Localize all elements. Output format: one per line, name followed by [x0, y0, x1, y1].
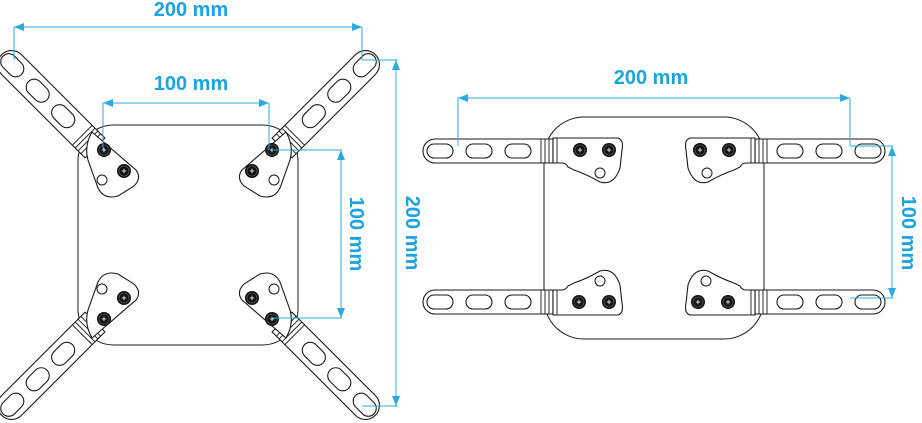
dimension-inner-height: 100 mm	[272, 149, 367, 319]
corner-bracket-bottom-right	[238, 272, 292, 339]
dimension-outer-width: 200 mm	[457, 67, 851, 146]
outer-width-label: 200 mm	[154, 0, 229, 21]
bracket-arm-top-left	[422, 138, 554, 164]
dimension-outer-width: 200 mm	[13, 0, 363, 60]
inner-height-label: 100 mm	[897, 196, 919, 271]
bracket-arm-top-right	[754, 138, 886, 164]
bracket-arm-bottom-left	[422, 289, 554, 315]
bracket-top-right	[684, 137, 756, 184]
corner-bracket-top-left	[86, 131, 140, 198]
horizontal-bracket-mount: 200 mm 100 mm	[422, 67, 919, 340]
x-bracket-mount: 200 mm 100 mm 100 mm 200 mm	[0, 0, 423, 423]
bracket-bottom-right	[684, 269, 756, 316]
outer-width-label: 200 mm	[614, 67, 689, 89]
dimension-outer-height: 200 mm	[362, 59, 423, 407]
dimension-inner-height: 100 mm	[850, 145, 919, 299]
dimension-inner-width: 100 mm	[102, 73, 270, 150]
corner-bracket-bottom-left	[86, 272, 140, 339]
bracket-bottom-left	[552, 269, 624, 316]
monitor-back-plate	[77, 124, 299, 346]
outer-height-label: 200 mm	[401, 196, 423, 271]
corner-bracket-top-right	[238, 131, 292, 198]
inner-width-label: 100 mm	[154, 73, 229, 95]
monitor-back-plate	[543, 116, 765, 340]
bracket-arm-bottom-right	[754, 289, 886, 315]
bracket-top-left	[552, 137, 624, 184]
inner-height-label: 100 mm	[345, 197, 367, 272]
